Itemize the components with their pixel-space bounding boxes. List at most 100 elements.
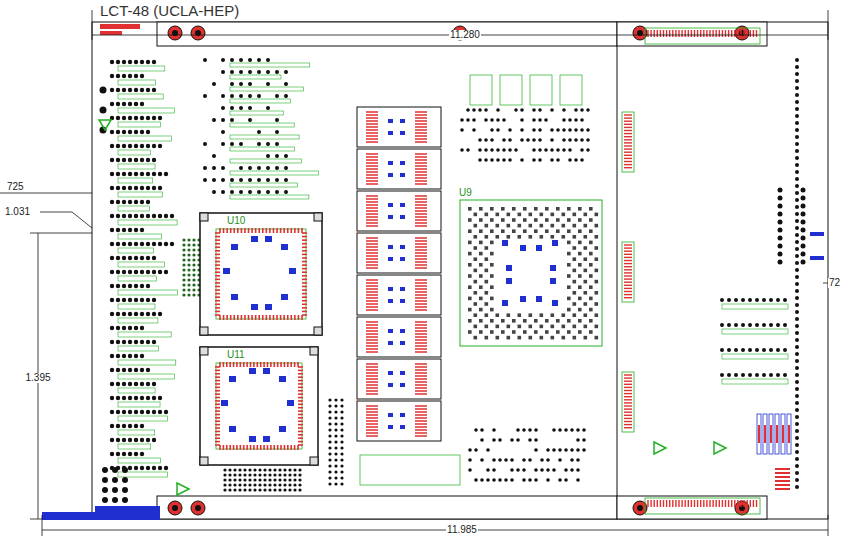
ball-grid <box>529 325 533 329</box>
pad-dot <box>340 464 343 467</box>
blue-pad <box>550 278 556 284</box>
pad-dot <box>460 118 464 122</box>
pad-dot <box>100 107 107 114</box>
pad-dot <box>580 158 584 162</box>
blue-pad <box>550 265 556 271</box>
resistor-outline <box>118 108 174 113</box>
resistor-outline <box>118 248 154 253</box>
ball-grid <box>479 285 483 289</box>
pin-trace <box>270 445 272 450</box>
pin-trace <box>719 30 720 37</box>
pin-trace <box>624 247 632 248</box>
pin-trace <box>624 387 632 388</box>
ball-grid <box>595 302 599 306</box>
pin-trace <box>415 162 427 164</box>
pad-dot <box>720 298 724 302</box>
pad-dot <box>795 261 799 265</box>
pad-dot <box>122 298 126 302</box>
pin-trace <box>248 315 250 320</box>
pad-dot <box>116 354 120 358</box>
pad-dot <box>762 348 766 352</box>
pad-dot <box>550 148 554 152</box>
resistor-outline <box>118 276 156 281</box>
pad-dot <box>556 158 560 162</box>
pad-dot <box>146 396 150 400</box>
pad-dot <box>128 200 132 204</box>
pin-trace <box>298 420 303 422</box>
pin-trace <box>415 372 427 374</box>
resistor-outline <box>230 183 298 187</box>
pin-trace <box>731 30 732 37</box>
pad-dot <box>783 323 787 327</box>
ball-grid <box>490 229 494 233</box>
pad-dot <box>230 106 234 110</box>
pad-dot <box>140 88 144 92</box>
pin-trace <box>366 375 378 377</box>
ball-grid <box>567 297 571 301</box>
pad-dot <box>140 410 144 414</box>
pad-dot <box>580 148 584 152</box>
pad-dot <box>116 130 120 134</box>
pad-dot <box>134 368 138 372</box>
pin-trace <box>694 500 695 507</box>
dip-switch <box>770 425 772 443</box>
pin-trace <box>246 362 248 367</box>
pad-dot <box>257 178 261 182</box>
pad-dot <box>340 446 343 449</box>
pad-dot <box>778 236 783 241</box>
pin-trace <box>366 138 378 140</box>
pin-trace <box>366 249 378 251</box>
pad-dot <box>556 128 560 132</box>
ball-grid <box>545 319 549 323</box>
pin-trace <box>215 431 220 433</box>
pad-dot <box>748 348 752 352</box>
pad-dot <box>783 298 787 302</box>
pad-dot <box>134 396 138 400</box>
pad-dot <box>490 118 494 122</box>
pin-trace <box>302 246 307 248</box>
pad-dot <box>192 273 195 276</box>
pad-dot <box>778 204 783 209</box>
pad-dot <box>221 58 225 62</box>
blue-pad <box>279 376 286 382</box>
pad-dot <box>122 382 126 386</box>
pin-trace <box>366 321 378 323</box>
pad-dot <box>134 74 138 78</box>
pad-dot <box>284 94 288 98</box>
pad-dot <box>212 178 216 182</box>
pad-dot <box>472 118 476 122</box>
pin-trace <box>366 201 378 203</box>
ball-grid <box>567 218 571 222</box>
pin-trace <box>302 271 307 273</box>
pin-trace <box>716 500 717 507</box>
pin-trace <box>241 228 243 233</box>
pad-dot <box>221 70 225 74</box>
pad-dot <box>795 352 799 356</box>
pin-trace <box>302 236 307 238</box>
pin-trace <box>681 500 682 507</box>
pad-dot <box>122 200 126 204</box>
pad-dot <box>243 468 246 471</box>
pad-dot <box>146 130 150 134</box>
pad-dot <box>212 154 216 158</box>
pad-dot <box>110 354 114 358</box>
pad-dot <box>212 166 216 170</box>
pad-dot <box>187 253 190 256</box>
pad-dot <box>110 368 114 372</box>
ball-grid <box>468 319 472 323</box>
pad-dot <box>128 144 132 148</box>
pin-trace <box>624 377 632 378</box>
pad-dot <box>586 138 590 142</box>
silk-mark <box>775 480 790 482</box>
ball-grid <box>573 224 577 228</box>
pad-dot <box>182 238 185 241</box>
ball-grid <box>545 218 549 222</box>
pad-dot <box>257 142 261 146</box>
pad-dot <box>248 118 252 122</box>
pin-trace <box>366 267 378 269</box>
ball-grid <box>490 252 494 256</box>
pad-dot <box>146 284 150 288</box>
pad-dot <box>122 410 126 414</box>
pin-trace <box>302 257 307 259</box>
pad-dot <box>140 466 144 470</box>
